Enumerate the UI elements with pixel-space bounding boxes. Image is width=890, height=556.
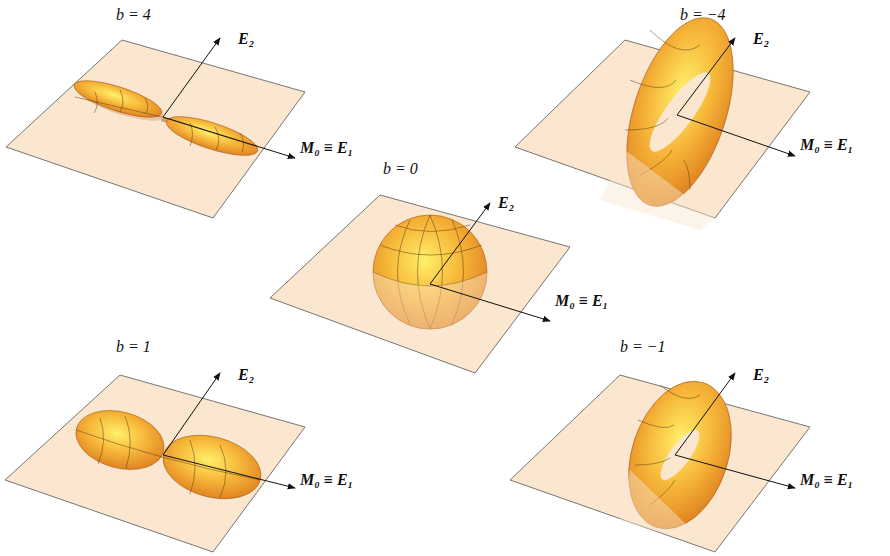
panel xyxy=(510,368,810,552)
axis-label: M₀ ≡ E₁ xyxy=(800,136,853,154)
panel-label: b = 4 xyxy=(116,6,151,24)
panel-label: b = 1 xyxy=(116,338,151,356)
axis-label: E₂ xyxy=(238,30,254,48)
panel-label: b = −1 xyxy=(620,338,666,356)
panel xyxy=(270,195,570,373)
panel xyxy=(6,38,305,218)
axis-label: E₂ xyxy=(753,30,769,48)
axis-label: M₀ ≡ E₁ xyxy=(800,471,853,489)
panel xyxy=(5,373,305,552)
axis-label: M₀ ≡ E₁ xyxy=(555,292,608,310)
panel-label: b = 0 xyxy=(383,160,418,178)
panel xyxy=(515,5,810,230)
axis-label: E₂ xyxy=(753,366,769,384)
axis-label: E₂ xyxy=(498,194,514,212)
axis-label: E₂ xyxy=(238,366,254,384)
axis-label: M₀ ≡ E₁ xyxy=(300,139,353,157)
axis-label: M₀ ≡ E₁ xyxy=(300,471,353,489)
panel-label: b = −4 xyxy=(680,6,726,24)
